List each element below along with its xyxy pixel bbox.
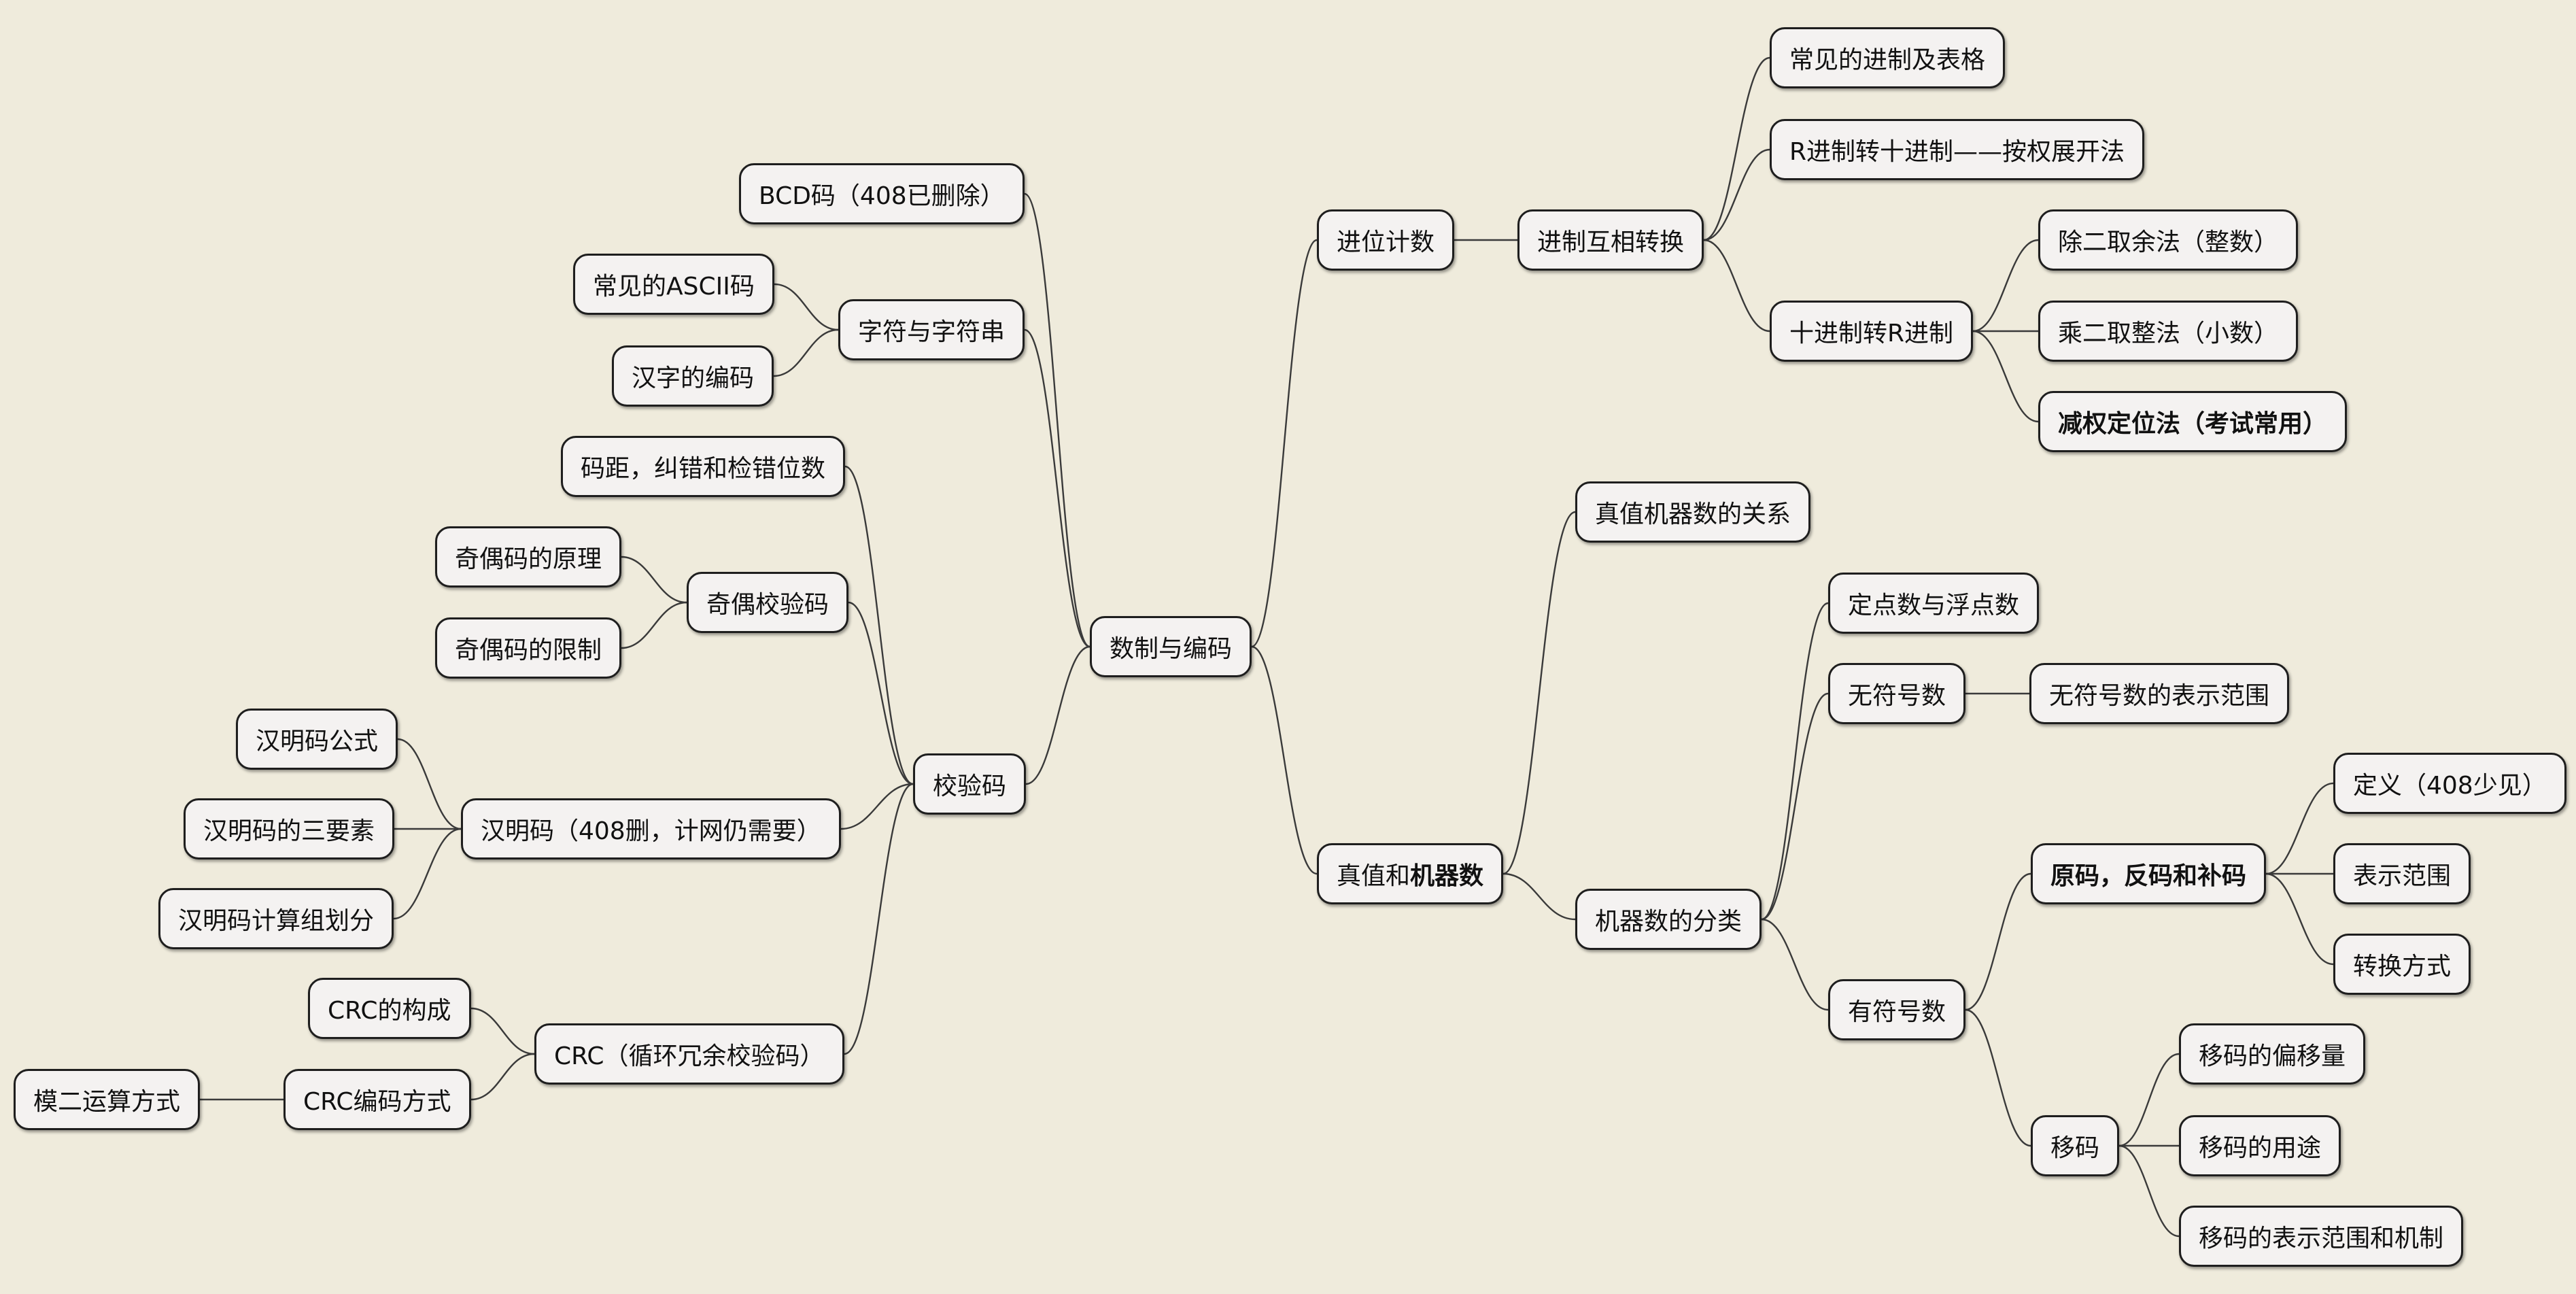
connector-n-ham-n-ham3 [393, 828, 462, 920]
connector-n-root-n-bcd [1024, 192, 1090, 648]
node-excess-offset[interactable]: 移码的偏移量 [2179, 1023, 2366, 1085]
node-representation-range[interactable]: 表示范围 [2333, 843, 2471, 904]
root-node[interactable]: 数制与编码 [1090, 616, 1252, 677]
node-signed[interactable]: 有符号数 [1828, 979, 1966, 1040]
node-decimal-to-r[interactable]: 十进制转R进制 [1770, 301, 1974, 362]
node-unsigned-range[interactable]: 无符号数的表示范围 [2029, 663, 2290, 724]
node-positional-notation[interactable]: 进位计数 [1317, 209, 1455, 271]
connector-n-check-n-ham [840, 783, 914, 830]
connector-n-sig-n-codes [1965, 872, 2031, 1011]
node-fixed-float[interactable]: 定点数与浮点数 [1828, 573, 2040, 634]
node-conversion-method[interactable]: 转换方式 [2333, 934, 2471, 995]
connector-n-mach-n-cls [1502, 872, 1576, 921]
connector-n-cls-n-ff [1761, 602, 1829, 921]
node-true-value-machine-number[interactable]: 真值和 机器数 [1317, 843, 1504, 904]
node-hamming-code[interactable]: 汉明码（408删，计网仍需要） [461, 798, 841, 859]
connector-n-bias-n-b3 [2118, 1144, 2180, 1238]
connector-n-crc-n-crc2 [470, 1053, 535, 1101]
connector-n-root-n-check [1025, 645, 1090, 785]
node-hanzi-encoding[interactable]: 汉字的编码 [612, 345, 774, 407]
node-ascii[interactable]: 常见的ASCII码 [573, 254, 774, 315]
node-definition[interactable]: 定义（408少见） [2333, 753, 2566, 814]
connector-n-codes-n-cv [2265, 872, 2334, 966]
connector-n-sig-n-bias [1965, 1008, 2031, 1147]
node-parity-principle[interactable]: 奇偶码的原理 [435, 526, 622, 588]
connector-n-codes-n-def [2265, 782, 2334, 875]
node-r-to-decimal[interactable]: R进制转十进制——按权展开法 [1770, 119, 2145, 180]
connector-n-char-n-ascii [774, 283, 839, 331]
connector-n-conv-n-r2d [1703, 148, 1770, 241]
node-excess-range-mechanism[interactable]: 移码的表示范围和机制 [2179, 1206, 2464, 1267]
connector-n-root-n-pos [1251, 239, 1318, 648]
node-parity-code[interactable]: 奇偶校验码 [687, 572, 849, 633]
node-hamming-elements[interactable]: 汉明码的三要素 [184, 798, 395, 859]
node-crc[interactable]: CRC（循环冗余校验码） [534, 1023, 844, 1085]
node-unsigned[interactable]: 无符号数 [1828, 663, 1966, 724]
node-excess-usage[interactable]: 移码的用途 [2179, 1115, 2341, 1176]
connector-n-parity-n-par1 [621, 556, 687, 604]
connector-n-root-n-char [1024, 328, 1090, 648]
connector-n-crc-n-crc1 [470, 1007, 535, 1055]
node-bcd-code[interactable]: BCD码（408已删除） [739, 163, 1025, 224]
connector-n-check-n-crc [844, 783, 914, 1055]
node-mod2-operation[interactable]: 模二运算方式 [14, 1069, 201, 1130]
node-multiply-by-two[interactable]: 乘二取整法（小数） [2038, 301, 2299, 362]
connector-n-ham-n-ham1 [397, 738, 462, 830]
machine-label-plain: 真值和 [1337, 862, 1411, 890]
connector-n-cls-n-uns [1761, 692, 1829, 921]
node-parity-limit[interactable]: 奇偶码的限制 [435, 617, 622, 679]
node-code-distance[interactable]: 码距，纠错和检错位数 [561, 436, 846, 497]
node-char-string[interactable]: 字符与字符串 [838, 299, 1025, 360]
connector-n-cls-n-sig [1761, 918, 1829, 1011]
connector-n-mach-n-rel [1502, 511, 1576, 875]
node-base-conversion[interactable]: 进制互相转换 [1517, 209, 1704, 271]
connector-n-parity-n-par2 [621, 601, 687, 649]
node-hamming-groups[interactable]: 汉明码计算组划分 [158, 888, 394, 949]
connector-n-check-n-parity [848, 601, 914, 785]
node-crc-encoding[interactable]: CRC编码方式 [284, 1069, 471, 1130]
node-divide-by-two[interactable]: 除二取余法（整数） [2038, 209, 2299, 271]
connector-n-char-n-hanzi [773, 328, 839, 377]
connector-n-bias-n-b1 [2118, 1053, 2180, 1147]
node-common-bases[interactable]: 常见的进制及表格 [1770, 27, 2006, 88]
node-machine-number-classify[interactable]: 机器数的分类 [1575, 889, 1762, 950]
node-excess-code[interactable]: 移码 [2031, 1115, 2120, 1176]
connector-n-conv-n-common [1703, 56, 1770, 241]
node-crc-structure[interactable]: CRC的构成 [308, 978, 471, 1039]
machine-label-bold: 机器数 [1410, 862, 1484, 890]
node-true-machine-relation[interactable]: 真值机器数的关系 [1575, 481, 1811, 543]
connector-n-check-n-dist [844, 465, 914, 785]
node-sign-magnitude-complement[interactable]: 原码，反码和补码 [2031, 843, 2267, 904]
connector-n-d2r-n-sub [1972, 330, 2039, 423]
connector-n-root-n-mach [1251, 645, 1318, 875]
node-check-code[interactable]: 校验码 [913, 753, 1027, 815]
node-subtract-weight[interactable]: 减权定位法（考试常用） [2038, 391, 2348, 452]
node-hamming-formula[interactable]: 汉明码公式 [236, 709, 398, 770]
connector-n-d2r-n-div [1972, 239, 2039, 333]
connector-n-conv-n-d2r [1703, 239, 1770, 333]
